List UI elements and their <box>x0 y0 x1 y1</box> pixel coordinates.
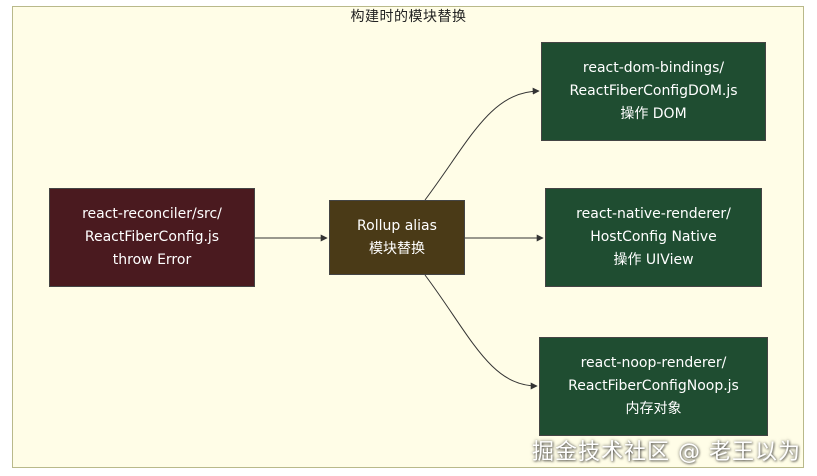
edge-alias-to-dom <box>424 87 540 201</box>
node-label-line: ReactFiberConfigDOM.js <box>569 83 738 99</box>
watermark: 掘金技术社区 @ 老王以为 <box>532 440 801 465</box>
node-label-line: throw Error <box>112 252 192 268</box>
node-label-line: ReactFiberConfigNoop.js <box>568 378 739 394</box>
node-label-line: 操作 DOM <box>620 106 687 122</box>
node-label-line: react-noop-renderer/ <box>580 355 727 371</box>
node-label-line: HostConfig Native <box>590 229 717 245</box>
node-label-line: 操作 UIView <box>613 252 694 268</box>
node-label-line: 模块替换 <box>369 240 425 257</box>
node-reconciler-config: react-reconciler/src/ ReactFiberConfig.j… <box>49 188 255 287</box>
edge-alias-to-noop <box>424 274 538 390</box>
node-label-line: 内存对象 <box>625 401 682 417</box>
node-label-line: react-native-renderer/ <box>576 206 731 222</box>
node-native-renderer: react-native-renderer/ HostConfig Native… <box>545 188 762 287</box>
diagram-title: 构建时的模块替换 <box>350 9 467 25</box>
node-dom-bindings: react-dom-bindings/ ReactFiberConfigDOM.… <box>541 42 766 141</box>
node-label-line: react-reconciler/src/ <box>82 206 222 222</box>
node-rollup-alias: Rollup alias 模块替换 <box>329 200 465 275</box>
node-label-line: Rollup alias <box>357 217 437 234</box>
node-label-line: ReactFiberConfig.js <box>84 229 220 245</box>
node-label-line: react-dom-bindings/ <box>582 60 725 76</box>
node-noop-renderer: react-noop-renderer/ ReactFiberConfigNoo… <box>539 337 768 436</box>
